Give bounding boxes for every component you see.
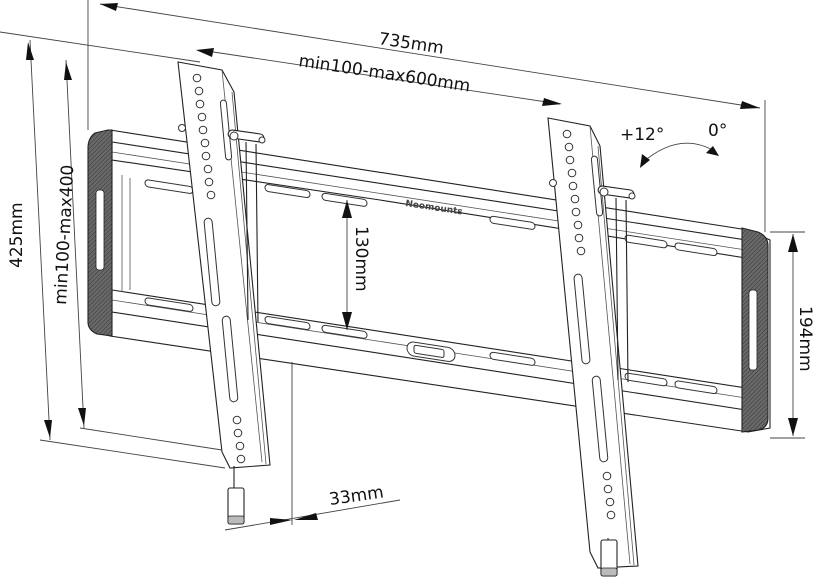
overall-width-label: 735mm bbox=[377, 29, 445, 58]
left-tv-bracket bbox=[177, 61, 271, 525]
tilt-indicator: +12° 0° bbox=[620, 121, 727, 168]
rail-spacing-label: 130mm bbox=[351, 226, 371, 292]
tilt-min-label: 0° bbox=[708, 121, 727, 141]
vesa-vertical-label: min100-max400 bbox=[51, 164, 78, 305]
dimension-rail-spacing: 130mm bbox=[342, 200, 371, 330]
tilt-max-label: +12° bbox=[620, 125, 664, 145]
bracket-height-label: 425mm bbox=[7, 202, 27, 268]
dimension-vesa-horizontal: min100-max600mm bbox=[0, 31, 562, 106]
plate-height-label: 194mm bbox=[795, 306, 815, 372]
dimension-bracket-height: 425mm bbox=[7, 39, 226, 469]
right-tv-bracket bbox=[547, 117, 639, 577]
dimension-plate-height: 194mm bbox=[770, 231, 815, 439]
bottom-rail-slots bbox=[144, 297, 718, 395]
vesa-horizontal-label: min100-max600mm bbox=[297, 51, 471, 96]
left-bracket-holes bbox=[192, 73, 246, 464]
right-bracket-holes bbox=[562, 129, 616, 520]
level-indicator bbox=[406, 341, 456, 362]
top-rail-slots bbox=[144, 179, 718, 257]
tilt-arc bbox=[641, 142, 717, 164]
wall-distance-label: 33mm bbox=[328, 483, 385, 510]
